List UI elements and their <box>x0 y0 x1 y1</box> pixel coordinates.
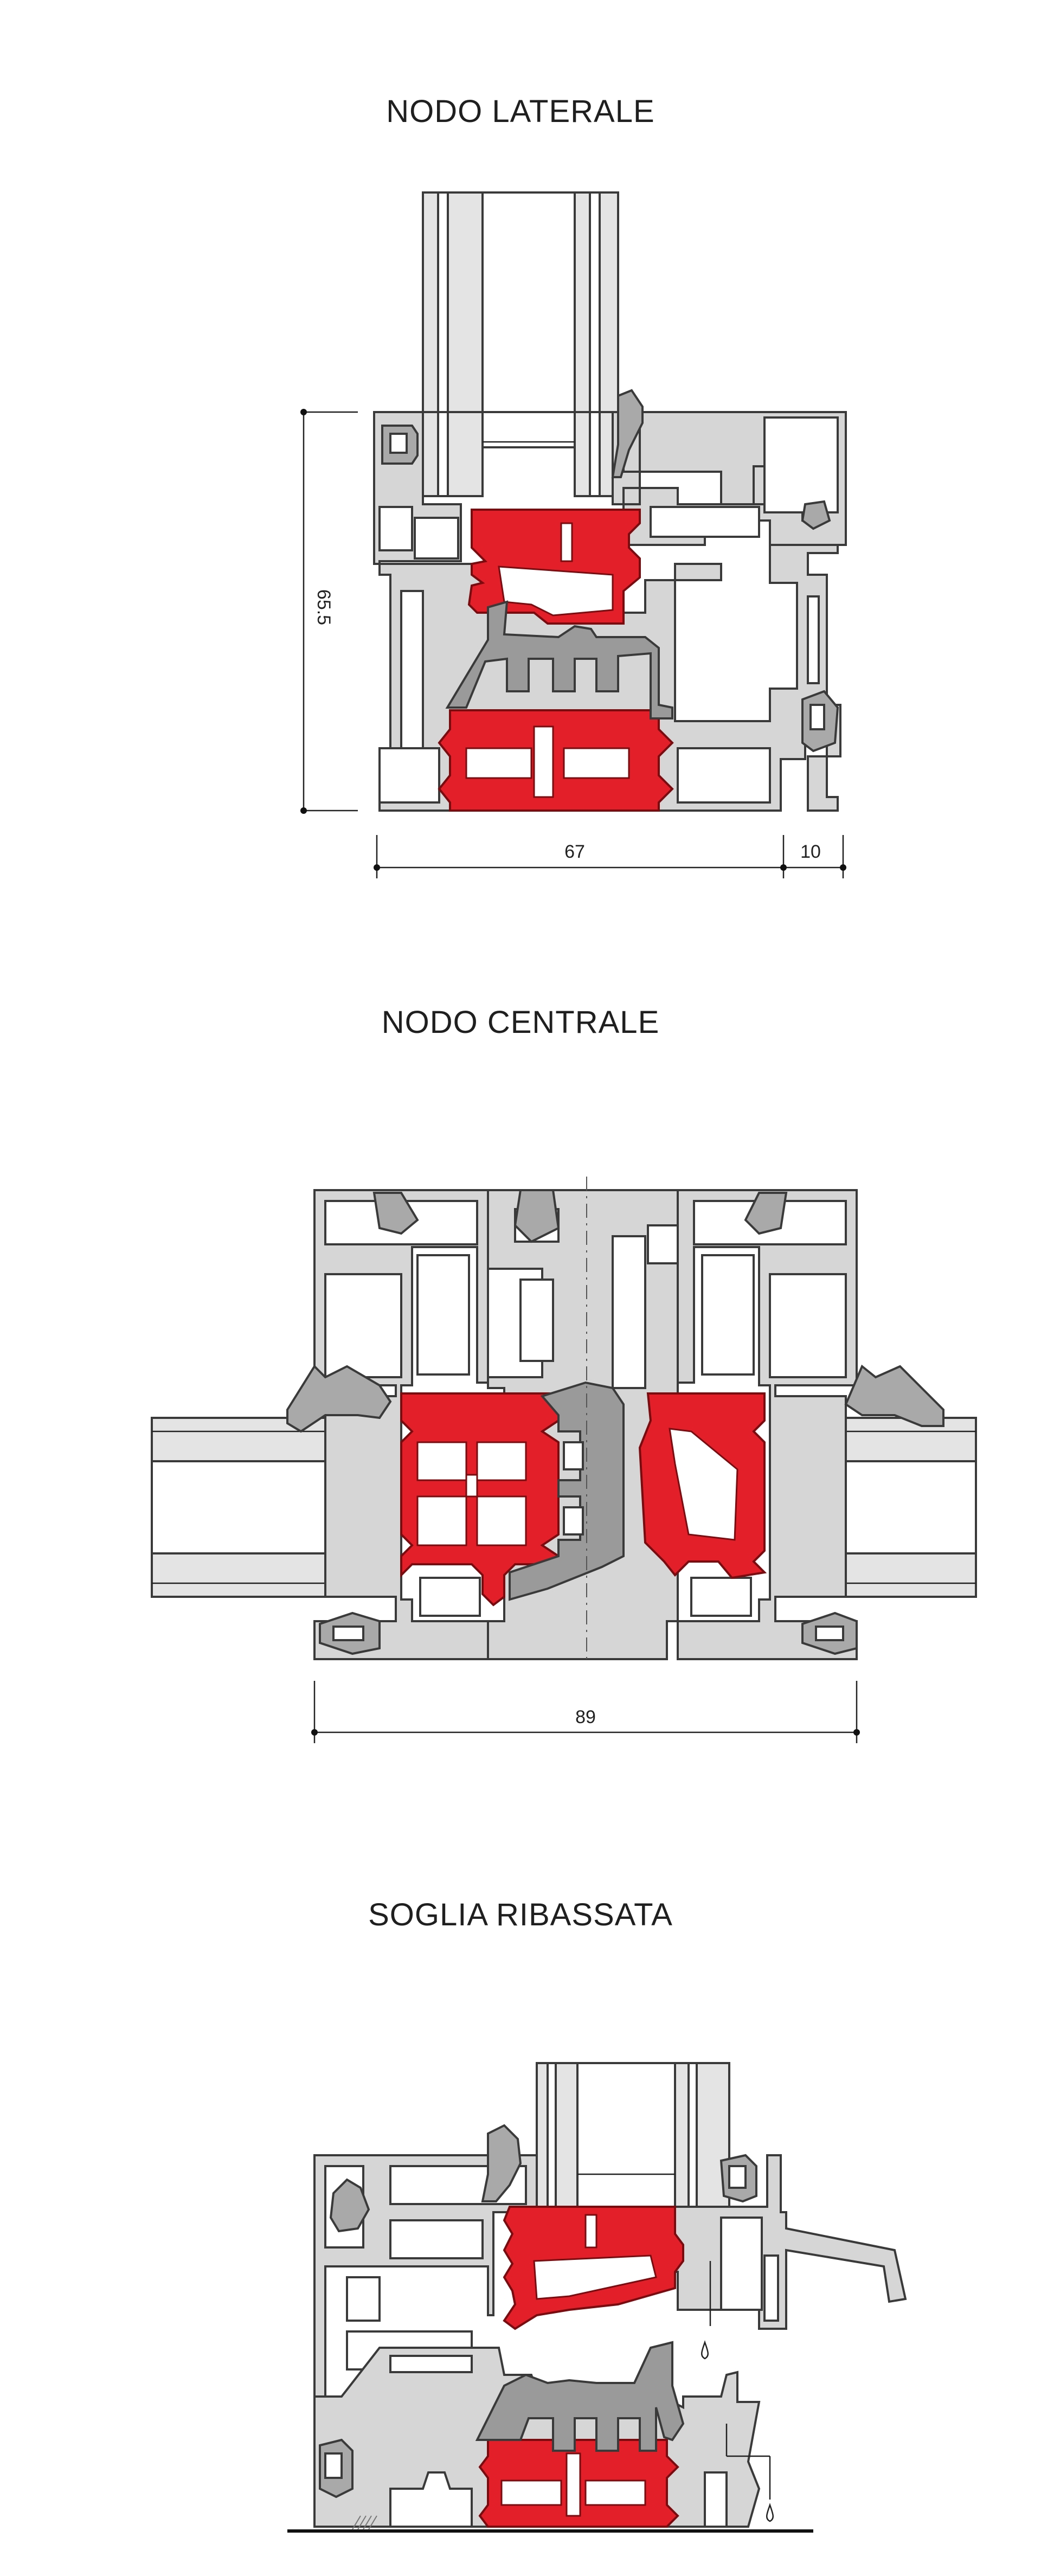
floor-hatch <box>352 2515 377 2530</box>
glazing-gaskets <box>381 389 839 753</box>
central-gasket <box>445 600 673 720</box>
dim-width-main-label: 67 <box>564 841 585 862</box>
thermal-break-lower-soglia <box>478 2439 679 2528</box>
glass-unit <box>422 191 619 497</box>
dimension-lines-centrale <box>311 1681 860 1743</box>
sash-profile <box>374 411 847 546</box>
soglia-ribassata-drawing <box>287 2062 907 2533</box>
thermal-break-lower <box>438 709 674 812</box>
thermal-break-upper <box>467 509 641 625</box>
section-title-nodo-laterale: NODO LATERALE <box>386 94 655 129</box>
nodo-laterale-drawing: 65.5 67 10 <box>300 191 847 878</box>
dim-height-label: 65.5 <box>313 589 334 625</box>
section-title-soglia-ribassata: SOGLIA RIBASSATA <box>368 1897 673 1932</box>
central-gasket-centrale <box>509 1381 625 1601</box>
section-title-nodo-centrale: NODO CENTRALE <box>381 1005 660 1040</box>
dimension-lines-laterale <box>300 409 846 878</box>
thermal-break-right <box>638 1392 767 1579</box>
thermal-break-upper-soglia <box>503 2206 684 2330</box>
sash-profile-soglia <box>536 2154 907 2330</box>
central-gasket-soglia <box>475 2341 685 2452</box>
seals-centrale <box>286 1189 944 1655</box>
dim-width-centrale-label: 89 <box>575 1707 596 1727</box>
glass-unit-soglia <box>536 2062 730 2238</box>
seals-soglia <box>319 2124 757 2498</box>
dim-width-extra-label: 10 <box>800 841 821 862</box>
thermal-break-left <box>400 1392 560 1607</box>
nodo-centrale-drawing: 89 <box>151 1177 977 1743</box>
drainage-path <box>701 2261 774 2522</box>
